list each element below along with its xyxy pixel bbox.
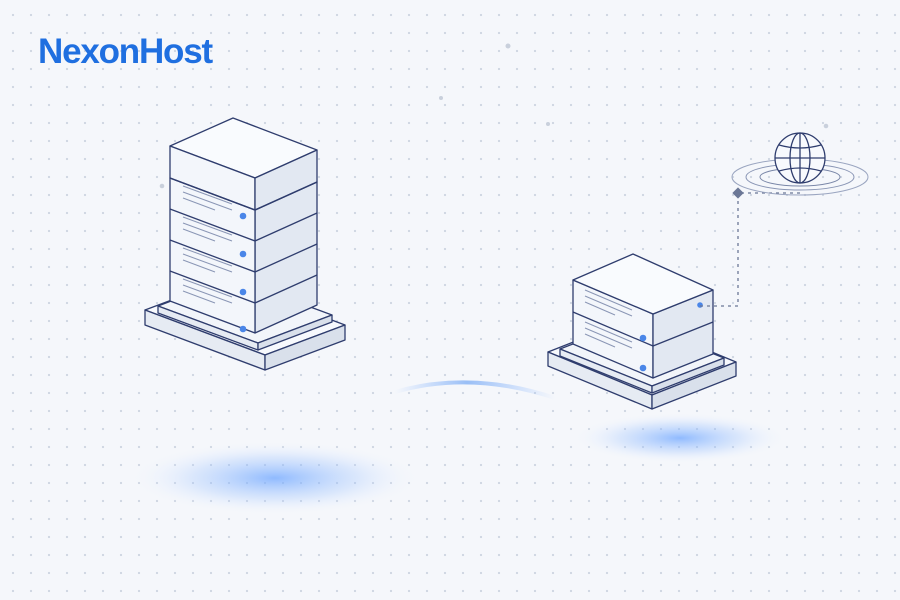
connection-swoosh — [393, 380, 557, 400]
tall-server-rack-icon — [144, 117, 346, 371]
globe-icon — [731, 132, 869, 196]
glow-shadow-right — [570, 412, 790, 464]
small-server-rack-icon — [547, 253, 737, 410]
connector-node — [732, 187, 744, 199]
nexonhost-logo: NexonHost — [38, 32, 213, 71]
network-connector-line — [700, 192, 800, 307]
glow-shadow-left — [125, 440, 425, 516]
tall-server-leds — [239, 212, 247, 333]
